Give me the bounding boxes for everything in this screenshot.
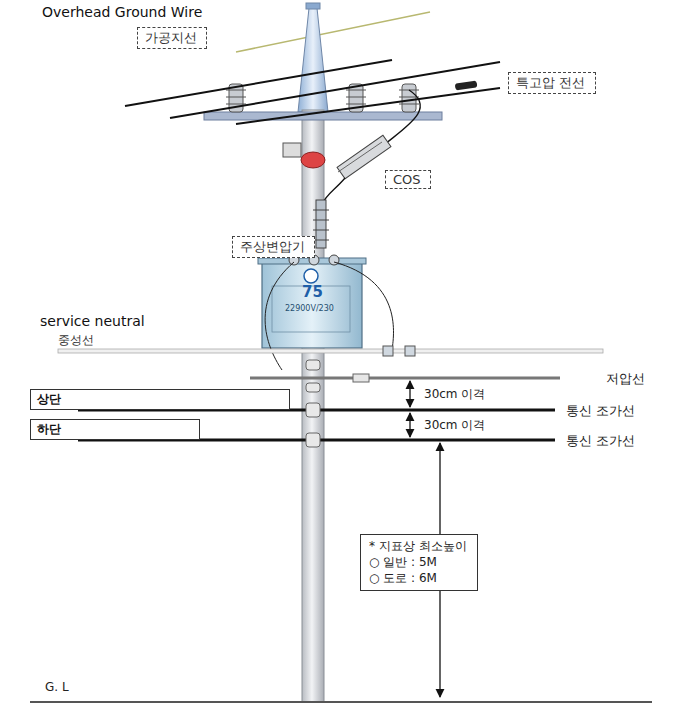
ground-wire xyxy=(236,12,430,52)
part-name: Overhead Ground Wire xyxy=(42,4,202,20)
line-name: 저압선 xyxy=(606,370,645,388)
label-text: 하단 xyxy=(37,421,193,438)
part-name: service neutral xyxy=(40,313,145,329)
voltage-rating: 22900V/230 xyxy=(285,304,334,313)
hv-wires xyxy=(125,60,500,124)
low-voltage-line xyxy=(250,377,560,380)
height-note: * 지표상 최소높이○ 일반 : 5M○ 도로 : 6M xyxy=(360,534,478,591)
pole xyxy=(302,110,324,702)
line-name: 통신 조가선 xyxy=(566,432,635,450)
pole-transformer xyxy=(258,200,393,370)
tier-label: 상단 xyxy=(30,389,290,410)
label-text: ○ 일반 : 5M xyxy=(369,554,469,570)
part-label: 특고압 전선 xyxy=(508,72,596,94)
part-label: 가공지선 xyxy=(137,27,207,49)
cutout-switch xyxy=(337,135,391,179)
label-text: 특고압 전선 xyxy=(516,74,588,92)
line-name: 통신 조가선 xyxy=(566,402,635,420)
insulators xyxy=(226,84,419,112)
dimension: 30cm 이격 xyxy=(424,386,485,403)
part-label: COS xyxy=(385,170,431,189)
spacing-dimension xyxy=(409,413,410,437)
spacing-dimension xyxy=(409,381,410,407)
label-text: 상단 xyxy=(37,391,283,408)
dimension: 30cm 이격 xyxy=(424,417,485,434)
label-text: ○ 도로 : 6M xyxy=(369,570,469,586)
ground-level: G. L xyxy=(45,680,69,694)
ground-line xyxy=(30,701,652,703)
part-label: 주상변압기 xyxy=(232,236,315,258)
tier-label: 하단 xyxy=(30,419,200,440)
label-text: * 지표상 최소높이 xyxy=(369,538,469,554)
neutral-line xyxy=(58,346,603,356)
crossarm xyxy=(204,112,442,120)
part-name: 중성선 xyxy=(58,332,94,349)
label-text: COS xyxy=(393,172,423,187)
rating-number: 75 xyxy=(302,283,323,301)
label-text: 가공지선 xyxy=(145,29,199,47)
label-text: 주상변압기 xyxy=(240,238,307,256)
